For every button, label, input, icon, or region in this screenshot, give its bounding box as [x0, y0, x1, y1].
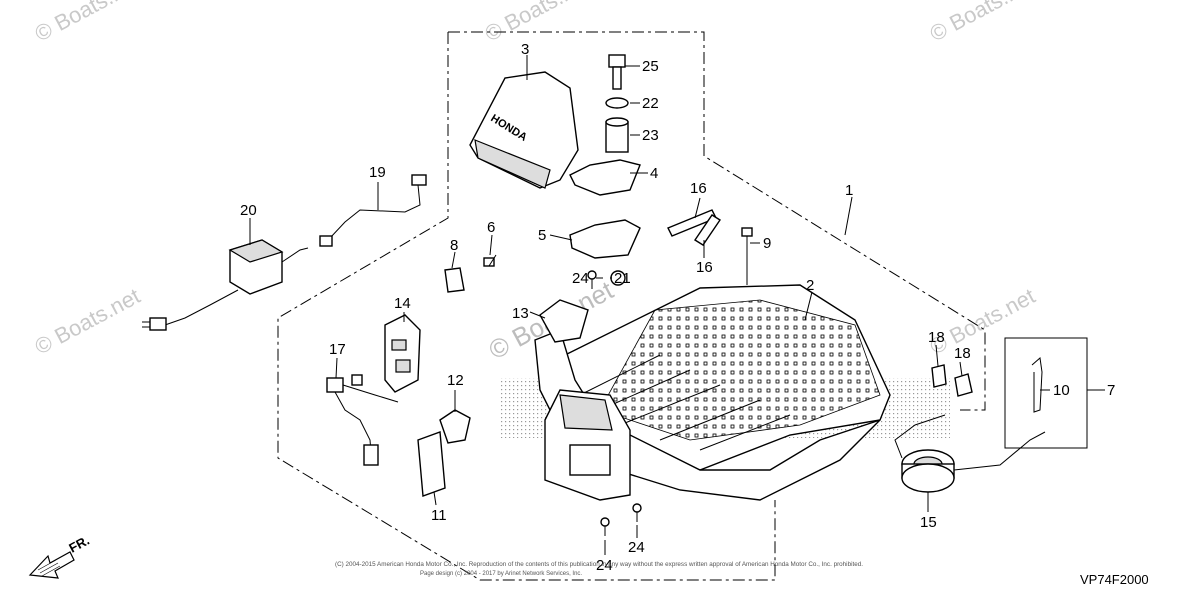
- callout-14: 14: [394, 295, 411, 312]
- watermark: © Boats.net: [926, 283, 1040, 359]
- transformer-part[interactable]: [142, 239, 309, 331]
- small-screw-part[interactable]: [632, 503, 642, 522]
- callout-2: 2: [806, 277, 814, 294]
- callout-10: 10: [1053, 382, 1070, 399]
- callout-4: 4: [650, 165, 658, 182]
- wire-reel-part[interactable]: [894, 414, 1046, 493]
- diagram-code: VP74F2000: [1080, 572, 1149, 587]
- callout-1: 1: [845, 182, 853, 199]
- plate-part[interactable]: [417, 431, 446, 497]
- control-box-part[interactable]: [544, 389, 631, 501]
- callout-23: 23: [642, 127, 659, 144]
- callout-9: 9: [763, 235, 771, 252]
- clip-part[interactable]: [444, 267, 465, 293]
- callout-11: 11: [431, 507, 447, 524]
- callout-24a: 24: [572, 270, 589, 287]
- callout-13: 13: [512, 305, 529, 322]
- callout-15: 15: [920, 514, 937, 531]
- top-cover-part[interactable]: HONDA: [469, 71, 579, 189]
- callout-12: 12: [447, 372, 464, 389]
- stake-part[interactable]: [1031, 357, 1043, 413]
- clip-right-part[interactable]: [954, 373, 973, 397]
- front-direction-arrow: [28, 551, 75, 579]
- kit-box: [1004, 337, 1088, 449]
- wiring-harness-part[interactable]: [326, 374, 399, 466]
- circuit-board-part[interactable]: [384, 314, 421, 393]
- callout-20: 20: [240, 202, 257, 219]
- callout-24c: 24: [628, 539, 645, 556]
- washer-part[interactable]: [605, 97, 629, 109]
- small-screw-part[interactable]: [600, 517, 610, 536]
- callout-22: 22: [642, 95, 659, 112]
- callout-5: 5: [538, 227, 546, 244]
- copyright-line: Page design (c) 2004 - 2017 by Arinet Ne…: [420, 571, 582, 577]
- callout-8: 8: [450, 237, 458, 254]
- assembly-boundary: [277, 31, 986, 581]
- callout-16b: 16: [696, 259, 713, 276]
- callout-7: 7: [1107, 382, 1115, 399]
- bolt-part[interactable]: [608, 54, 626, 90]
- copyright-line: (C) 2004-2015 American Honda Motor Co., …: [335, 562, 863, 568]
- callout-19: 19: [369, 164, 386, 181]
- small-screw-part[interactable]: [587, 270, 597, 289]
- screw-part[interactable]: [483, 254, 497, 267]
- callout-25: 25: [642, 58, 659, 75]
- watermark: © Boats.net: [481, 0, 595, 46]
- lever-part[interactable]: [667, 209, 721, 246]
- callout-18b: 18: [954, 345, 971, 362]
- watermark: © Boats.net: [31, 0, 145, 46]
- callout-17: 17: [329, 341, 346, 358]
- callout-3: 3: [521, 41, 529, 58]
- watermark: © Boats.net: [926, 0, 1040, 46]
- clamp-part[interactable]: [439, 409, 471, 444]
- bracket-lower-part[interactable]: [569, 219, 641, 259]
- collar-part[interactable]: [605, 117, 629, 153]
- callout-21: 21: [614, 270, 631, 287]
- callout-6: 6: [487, 219, 495, 236]
- bracket-upper-part[interactable]: [569, 159, 641, 196]
- cable-part[interactable]: [319, 174, 427, 247]
- long-screw-part[interactable]: [741, 227, 753, 285]
- watermark: © Boats.net: [31, 283, 145, 359]
- callout-24b: 24: [596, 557, 613, 574]
- callout-18a: 18: [928, 329, 945, 346]
- callout-16a: 16: [690, 180, 707, 197]
- leader-lines: [249, 55, 1105, 555]
- clip-right-part[interactable]: [931, 364, 947, 388]
- gasket-part[interactable]: [539, 299, 589, 343]
